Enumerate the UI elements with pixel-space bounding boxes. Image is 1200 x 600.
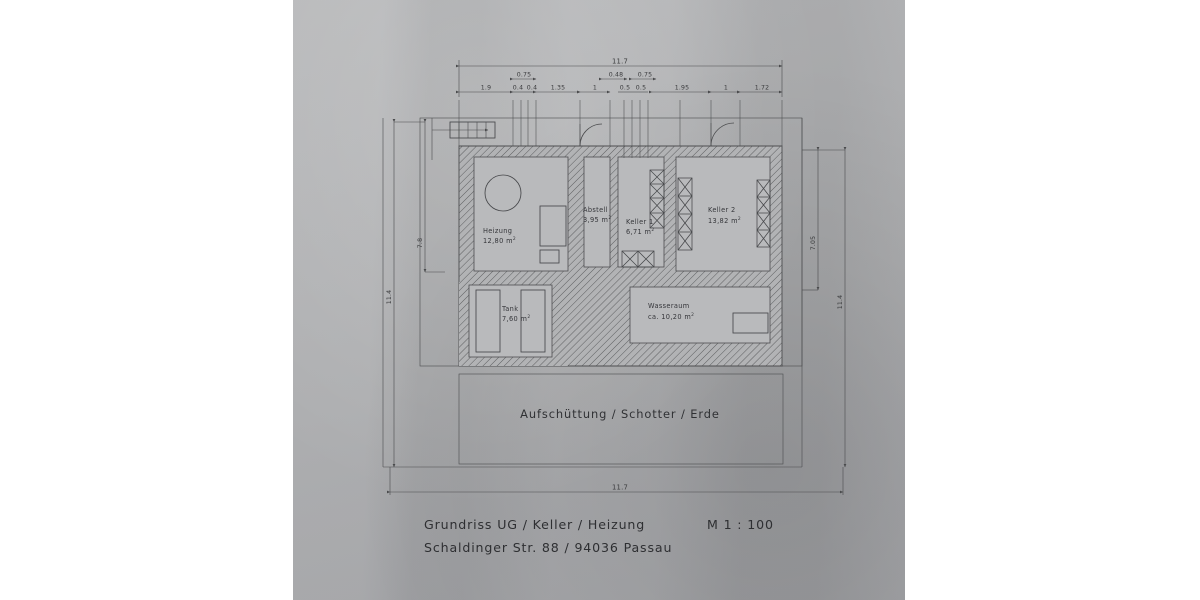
- room-floor-wasseraum: [629, 286, 771, 344]
- svg-text:Keller 1: Keller 1: [626, 218, 654, 226]
- room-label-keller2: Keller 2 13,82 m2: [708, 206, 741, 225]
- dim-top-8: 1.95: [675, 85, 690, 92]
- shelving-racks: [621, 169, 771, 268]
- svg-text:12,80 m2: 12,80 m2: [483, 236, 516, 245]
- dimension-right: 7.05 11.4: [802, 146, 847, 468]
- room-floor-keller1: [617, 156, 665, 268]
- room-label-keller1: Keller 1 6,71 m2: [626, 218, 654, 236]
- dim-top-upper-3: 0.75: [638, 72, 653, 79]
- svg-text:13,82 m2: 13,82 m2: [708, 216, 741, 225]
- dim-left-outer: 11.4: [386, 290, 393, 305]
- svg-text:Heizung: Heizung: [483, 227, 512, 235]
- dim-top-4: 1.35: [551, 85, 566, 92]
- dim-top-3: 0.4: [527, 85, 537, 92]
- room-labels: Heizung 12,80 m2 Abstell 3,95 m2 Keller …: [483, 206, 741, 323]
- title-line-2: Schaldinger Str. 88 / 94036 Passau: [424, 540, 672, 555]
- door-keller2: [710, 122, 735, 147]
- svg-text:Tank: Tank: [501, 305, 518, 313]
- rack-a: [649, 169, 665, 229]
- dim-right-outer: 11.4: [837, 295, 844, 310]
- room-floor-abstell: [583, 156, 611, 268]
- svg-text:Wasseraum: Wasseraum: [648, 302, 690, 310]
- water-basin-icon: [732, 312, 769, 334]
- tank-vessel-1-icon: [475, 289, 501, 353]
- dimension-chain-top: 11.7 0.75 0.48 0.75 1.9 0.4: [455, 58, 783, 97]
- door-abstell: [579, 123, 603, 147]
- rack-b: [677, 177, 693, 251]
- rack-d: [621, 250, 655, 268]
- boiler-tank-icon: [484, 174, 522, 212]
- dim-top-6: 0.5: [620, 85, 630, 92]
- title-block: Grundriss UG / Keller / Heizung M 1 : 10…: [424, 517, 774, 555]
- fill-material-note: Aufschüttung / Schotter / Erde: [520, 407, 720, 421]
- projection-lines: [458, 100, 783, 158]
- room-label-tank: Tank 7,60 m2: [501, 305, 530, 323]
- room-label-abstell: Abstell 3,95 m2: [583, 206, 611, 224]
- rack-c: [756, 179, 771, 248]
- svg-text:ca. 10,20 m2: ca. 10,20 m2: [648, 312, 694, 321]
- fixtures: [475, 174, 769, 353]
- dimension-bottom: 11.7: [386, 467, 844, 495]
- dim-top-2: 0.4: [513, 85, 523, 92]
- dim-left-inner: 7.8: [417, 238, 424, 248]
- room-label-wasseraum: Wasseraum ca. 10,20 m2: [648, 302, 694, 321]
- dim-top-5: 1: [593, 85, 597, 92]
- svg-text:Abstell: Abstell: [583, 206, 608, 214]
- dim-top-upper-2: 0.48: [609, 72, 624, 79]
- room-label-heizung: Heizung 12,80 m2: [483, 227, 516, 245]
- svg-text:3,95 m2: 3,95 m2: [583, 215, 611, 224]
- dim-right-inner: 7.05: [810, 236, 817, 251]
- dim-bottom-overall: 11.7: [612, 484, 628, 492]
- tank-vessel-2-icon: [520, 289, 546, 353]
- pump-unit-icon: [539, 249, 560, 264]
- dim-top-7: 0.5: [636, 85, 646, 92]
- svg-text:Keller 2: Keller 2: [708, 206, 736, 214]
- room-floor-tank: [468, 284, 553, 358]
- dim-top-10: 1.72: [755, 85, 770, 92]
- svg-text:6,71 m2: 6,71 m2: [626, 227, 654, 236]
- dim-top-upper-1: 0.75: [517, 72, 532, 79]
- dim-top-overall: 11.7: [612, 58, 628, 66]
- title-line-1: Grundriss UG / Keller / Heizung: [424, 517, 645, 532]
- scale-label: M 1 : 100: [707, 517, 774, 532]
- dim-top-1: 1.9: [481, 85, 491, 92]
- svg-text:7,60 m2: 7,60 m2: [502, 314, 530, 323]
- dim-top-9: 1: [724, 85, 728, 92]
- heater-unit-icon: [539, 205, 567, 247]
- dimension-left: 7.8 11.4: [386, 118, 445, 468]
- room-floor-heizung: [473, 156, 569, 272]
